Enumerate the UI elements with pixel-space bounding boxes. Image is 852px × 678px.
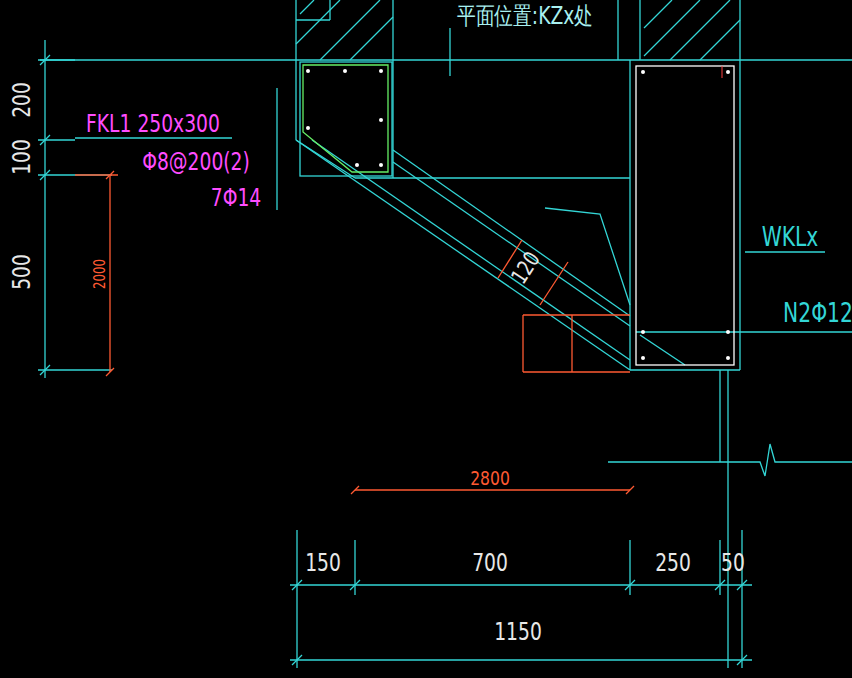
rebar-spec: 7Φ14: [211, 186, 261, 210]
dimension: 200: [10, 82, 34, 118]
dimension: 1150: [494, 620, 542, 644]
dimension: 2800: [470, 468, 510, 488]
stirrup-spec: Φ8@200(2): [142, 150, 250, 174]
dimension: 100: [10, 139, 34, 175]
beam-mark: FKL1 250x300: [86, 112, 220, 136]
beam-mark: WKLx: [762, 224, 819, 250]
dimension: 250: [655, 551, 691, 575]
dimension: 700: [472, 551, 508, 575]
dimension: 150: [305, 551, 341, 575]
dimension: 2000: [93, 259, 108, 289]
dimension: 50: [721, 551, 745, 575]
dimension: 500: [10, 254, 34, 290]
rebar-spec: N2Φ12: [783, 300, 852, 326]
location-note: 平面位置:KZx处: [457, 4, 593, 28]
